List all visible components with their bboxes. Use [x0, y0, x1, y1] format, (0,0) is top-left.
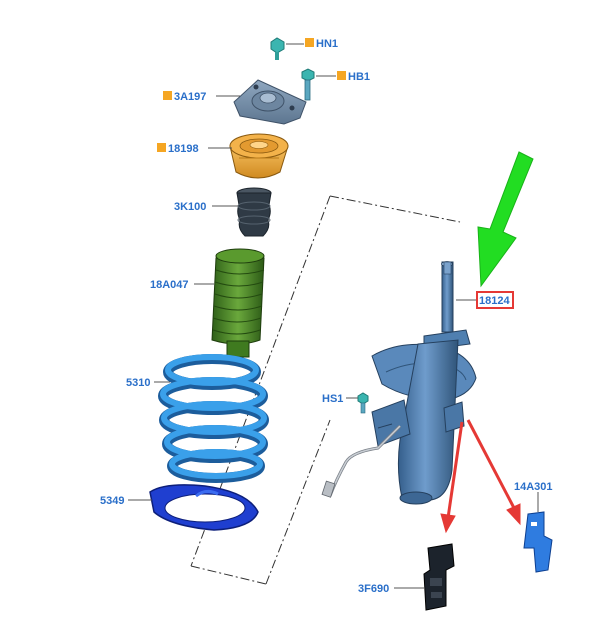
- label-18124: 18124: [479, 295, 510, 307]
- green-pointer-arrow: [477, 151, 534, 288]
- label-3f690: 3F690: [358, 583, 389, 595]
- hs1-bolt: [357, 392, 369, 414]
- hb1-bolt: [301, 68, 315, 101]
- red-pointer-arrow: [440, 419, 521, 534]
- callout-labels: HN1 HB1 3A197 18198 3K100 18A047 5310 53…: [100, 38, 553, 595]
- spring-seat: [229, 133, 289, 179]
- coil-spring: [158, 354, 269, 483]
- label-14a301: 14A301: [514, 481, 553, 493]
- bracket-14a301: [523, 511, 553, 573]
- label-18198: 18198: [168, 143, 199, 155]
- label-3a197: 3A197: [174, 91, 206, 103]
- label-hn1: HN1: [316, 38, 338, 50]
- dust-boot: [211, 248, 265, 358]
- brake-hose: [321, 424, 402, 498]
- label-18a047: 18A047: [150, 279, 189, 291]
- strut-assembly: [371, 261, 477, 505]
- top-mount: [233, 79, 307, 125]
- hn1-nut: [270, 37, 285, 60]
- clip-3f690: [423, 543, 455, 611]
- orange-square-marker: [157, 38, 346, 152]
- label-5349: 5349: [100, 495, 124, 507]
- label-3k100: 3K100: [174, 201, 206, 213]
- lower-insulator: [149, 484, 259, 531]
- label-5310: 5310: [126, 377, 150, 389]
- bump-stop: [236, 187, 272, 237]
- label-hs1: HS1: [322, 393, 343, 405]
- highlight-box: [476, 291, 514, 309]
- leader-lines: [128, 43, 539, 589]
- label-hb1: HB1: [348, 71, 370, 83]
